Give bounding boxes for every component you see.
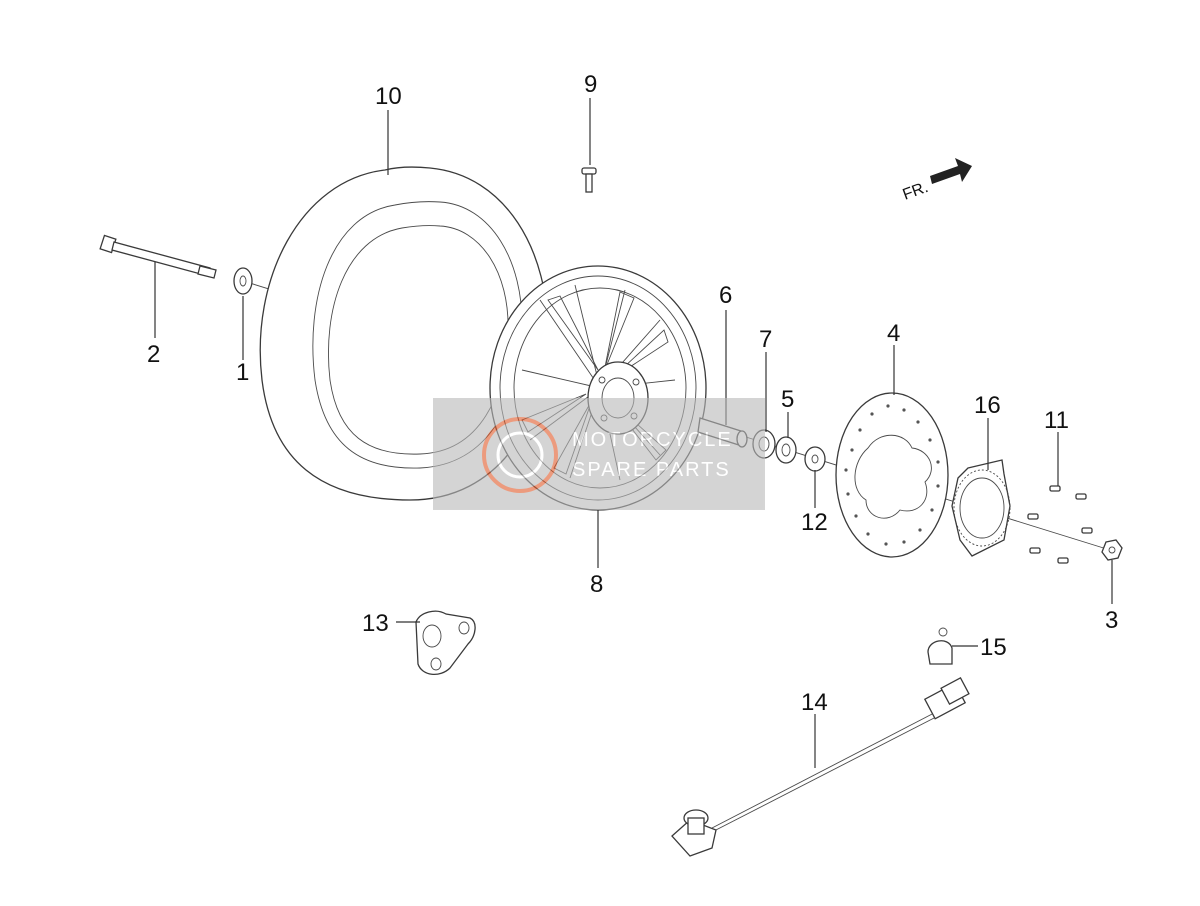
nut[interactable] xyxy=(1101,539,1123,561)
screws[interactable] xyxy=(1027,485,1093,564)
axle-bolt[interactable] xyxy=(99,234,217,279)
callout-6: 6 xyxy=(719,282,732,309)
callout-14: 14 xyxy=(801,689,828,716)
tyre-valve[interactable] xyxy=(581,167,597,193)
watermark: MOTORCYCLE SPARE PARTS xyxy=(433,398,765,510)
speed-sensor[interactable] xyxy=(671,677,970,857)
watermark-line-1: MOTORCYCLE xyxy=(572,429,733,451)
sensor-bracket[interactable] xyxy=(415,610,476,675)
callout-13: 13 xyxy=(362,610,389,637)
leader-lines xyxy=(154,98,1113,768)
washer-12[interactable] xyxy=(804,446,826,472)
disc-holes xyxy=(844,404,940,546)
brake-disc[interactable] xyxy=(835,392,949,558)
washer-1[interactable] xyxy=(233,267,253,295)
front-arrow-icon xyxy=(930,158,972,184)
watermark-line-2: SPARE PARTS xyxy=(572,459,731,481)
cable-clip[interactable] xyxy=(927,627,953,665)
callout-12: 12 xyxy=(801,509,828,536)
callouts: 10 9 2 1 6 7 4 5 16 11 12 8 3 13 15 14 xyxy=(147,71,1118,716)
callout-4: 4 xyxy=(887,320,900,347)
callout-1: 1 xyxy=(236,359,249,386)
callout-7: 7 xyxy=(759,326,772,353)
callout-8: 8 xyxy=(590,571,603,598)
callout-10: 10 xyxy=(375,83,402,110)
callout-5: 5 xyxy=(781,386,794,413)
tone-wheel[interactable] xyxy=(951,459,1011,557)
callout-11: 11 xyxy=(1044,407,1069,434)
callout-2: 2 xyxy=(147,341,160,368)
callout-9: 9 xyxy=(584,71,597,98)
front-marker-text: FR. xyxy=(901,179,931,204)
callout-15: 15 xyxy=(980,634,1007,661)
front-direction-marker: FR. xyxy=(901,158,972,204)
seal[interactable] xyxy=(775,436,797,464)
callout-3: 3 xyxy=(1105,607,1118,634)
callout-16: 16 xyxy=(974,392,1001,419)
watermark-logo-icon xyxy=(482,417,558,493)
